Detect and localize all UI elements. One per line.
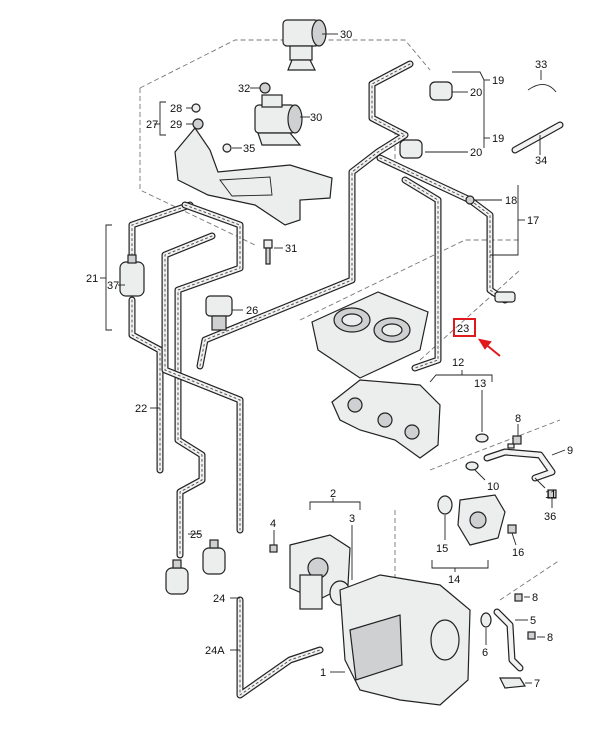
- oring-15: [437, 495, 453, 515]
- connector-18: [465, 195, 475, 205]
- label-36: 36: [544, 511, 556, 523]
- label-14: 14: [448, 574, 460, 586]
- bolt-4: [269, 544, 278, 553]
- clamp-33: [527, 84, 557, 93]
- label-17: 17: [527, 215, 539, 227]
- label-27: 27: [146, 119, 158, 131]
- label-35: 35: [243, 143, 255, 155]
- label-25: 25: [190, 529, 202, 541]
- connector-20-top: [429, 81, 453, 101]
- bolt-8b: [514, 593, 523, 602]
- label-18: 18: [505, 195, 517, 207]
- label-9: 9: [567, 445, 573, 457]
- label-15: 15: [436, 543, 448, 555]
- label-5: 5: [530, 615, 536, 627]
- filter-25-left: [165, 559, 189, 595]
- clip-28: [191, 103, 201, 113]
- valve-30-top: [282, 19, 327, 71]
- filter-37: [119, 254, 145, 297]
- label-30-top: 30: [340, 29, 352, 41]
- label-20-mid: 20: [470, 147, 482, 159]
- label-8-mid: 8: [532, 592, 538, 604]
- hoses: [128, 60, 564, 699]
- label-3: 3: [349, 513, 355, 525]
- oring-10: [465, 461, 479, 471]
- label-11: 11: [545, 489, 556, 501]
- valve-26: [205, 295, 233, 331]
- label-31: 31: [285, 243, 297, 255]
- filter-25-right: [202, 539, 226, 575]
- label-10: 10: [487, 481, 499, 493]
- throttle-housing: [311, 291, 429, 379]
- label-19-top: 19: [492, 75, 504, 87]
- label-32: 32: [238, 83, 250, 95]
- bolt-31: [263, 239, 273, 265]
- oring-13: [475, 433, 489, 443]
- label-23: 23: [457, 323, 469, 335]
- nut-32: [259, 82, 271, 94]
- label-37: 37: [107, 280, 119, 292]
- label-28: 28: [170, 103, 182, 115]
- label-21: 21: [86, 273, 98, 285]
- hose-to-18: [376, 154, 509, 304]
- egr-cooler-1: [339, 574, 471, 706]
- label-26: 26: [246, 305, 258, 317]
- bolt-8c: [527, 631, 536, 640]
- label-30-mid: 30: [310, 112, 322, 124]
- label-7: 7: [534, 678, 540, 690]
- bracket: [174, 127, 333, 226]
- label-2: 2: [330, 488, 336, 500]
- washer-29: [192, 118, 204, 130]
- label-6: 6: [482, 647, 488, 659]
- label-16: 16: [512, 547, 524, 559]
- label-1: 1: [320, 667, 326, 679]
- bolt-8a: [507, 435, 522, 449]
- label-8-top: 8: [515, 413, 521, 425]
- parts: [119, 19, 557, 706]
- valve-14: [457, 494, 506, 546]
- callout-labels: 30 32 30 28 27 29 35 33 19 20 19 20 34 1…: [86, 29, 573, 690]
- label-24A: 24A: [205, 645, 225, 657]
- label-24: 24: [213, 593, 225, 605]
- connector-17: [494, 291, 516, 303]
- label-13: 13: [474, 378, 486, 390]
- clip-7: [499, 677, 527, 689]
- label-8-low: 8: [547, 632, 553, 644]
- highlight-arrow: [477, 338, 501, 357]
- valve-30-mid: [254, 94, 303, 146]
- highlight-box-23: [453, 318, 476, 337]
- label-33: 33: [535, 59, 547, 71]
- label-34: 34: [535, 155, 547, 167]
- label-20-top: 20: [470, 87, 482, 99]
- manifold-12: [331, 379, 441, 459]
- label-19-mid: 19: [492, 133, 504, 145]
- label-29: 29: [170, 119, 182, 131]
- connector-20-mid: [399, 139, 423, 159]
- hose-24a: [236, 596, 324, 699]
- label-4: 4: [270, 518, 276, 530]
- leader-lines: [100, 33, 566, 684]
- bolt-16: [507, 524, 517, 534]
- label-22: 22: [135, 403, 147, 415]
- label-12: 12: [452, 357, 464, 369]
- nut-35: [222, 143, 232, 153]
- oring-6: [480, 612, 492, 628]
